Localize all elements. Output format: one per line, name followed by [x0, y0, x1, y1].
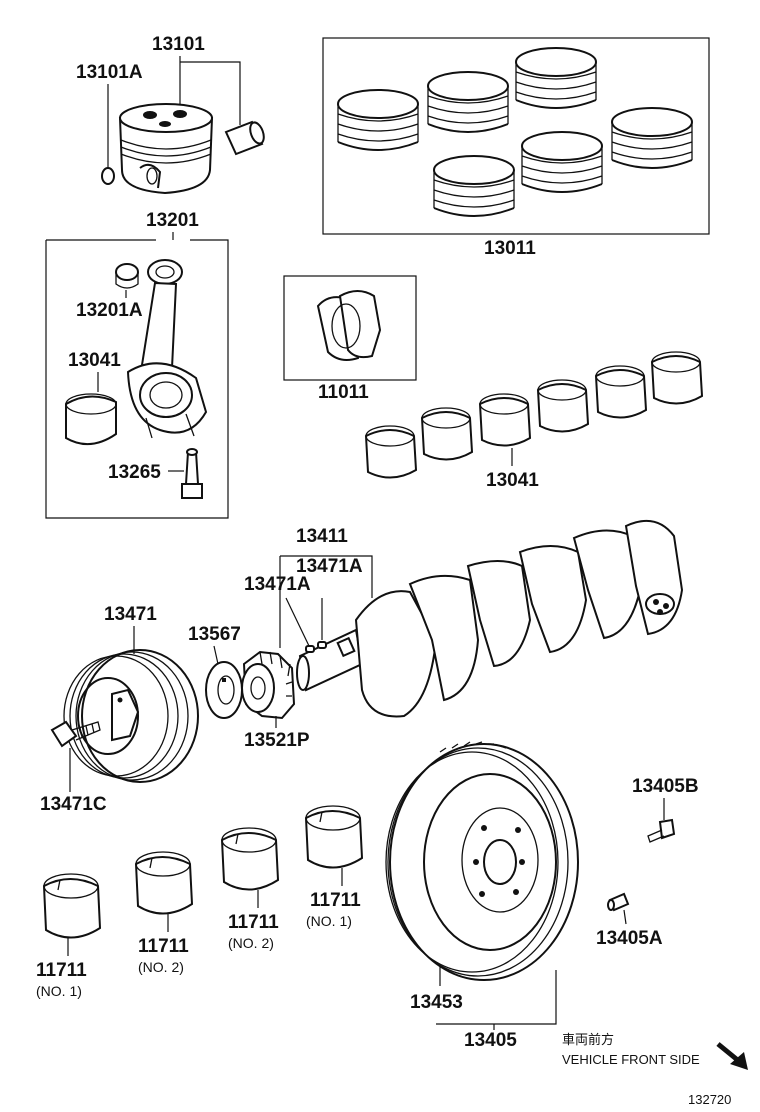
label-11711-d-sub: (NO. 1): [306, 913, 352, 929]
label-13411: 13411: [296, 526, 348, 547]
label-11011: 11011: [318, 382, 369, 403]
ring-set-6: [433, 155, 515, 217]
piston-illustration: [118, 103, 214, 195]
plate-13567-illustration: [205, 661, 243, 719]
ring-set-2: [427, 71, 509, 133]
label-13405B: 13405B: [632, 776, 699, 797]
crankshaft-pulley-illustration: [63, 649, 199, 783]
bearing-11711-2: [134, 851, 194, 915]
main-bearing-group: 13041: [364, 351, 704, 491]
main-bearing-3: [478, 393, 532, 447]
ring-set-3: [515, 47, 597, 109]
pulley-group: 13471 13471C: [40, 604, 199, 815]
label-13471C: 13471C: [40, 794, 107, 815]
pulley-bolt-illustration: [50, 720, 101, 748]
key-13471A-illustration: [305, 641, 327, 653]
label-11711-d: 11711: [310, 890, 361, 911]
piston-ring-group: 13011: [322, 37, 710, 259]
connecting-rod-illustration: [126, 259, 208, 439]
label-11711-b-sub: (NO. 2): [138, 959, 184, 975]
ring-set-box: [322, 37, 710, 235]
label-13405: 13405: [464, 1030, 517, 1051]
label-13405A: 13405A: [596, 928, 663, 949]
main-bearing-2: [420, 407, 474, 461]
timing-sprocket-illustration: [241, 650, 296, 720]
label-13041-rod: 13041: [68, 350, 121, 371]
ring-set-5: [521, 131, 603, 193]
label-13471A-right: 13471A: [296, 556, 363, 577]
vehicle-direction-note: 車両前方 VEHICLE FRONT SIDE: [562, 1032, 748, 1070]
piston-pin-illustration: [224, 120, 265, 156]
bearing-11711-1: [42, 873, 102, 939]
label-13471A-left: 13471A: [244, 574, 311, 595]
crankshaft-illustration: [296, 519, 684, 718]
thrust-washer-group: 11011: [283, 275, 417, 403]
label-11711-a: 11711: [36, 960, 87, 981]
front-direction-arrow-icon: [716, 1042, 748, 1070]
bolt-13405B-illustration: [647, 818, 676, 843]
leader-13101: [179, 56, 241, 125]
piston-group: 13101 13101A: [76, 34, 265, 195]
main-bearing-1: [364, 425, 418, 479]
label-11711-a-sub: (NO. 1): [36, 983, 82, 999]
label-13453: 13453: [410, 992, 463, 1013]
snap-ring-illustration: [101, 167, 115, 185]
crank-bearing-group: 11711 (NO. 1) 11711 (NO. 2) 11711 (NO. 2…: [36, 805, 364, 999]
rod-bolt-illustration: [181, 448, 203, 499]
label-13265: 13265: [108, 462, 161, 483]
sprocket-group: 13567 13521P: [188, 624, 310, 751]
label-13101A: 13101A: [76, 62, 143, 83]
bearing-11711-3: [220, 827, 280, 891]
ring-set-1: [337, 89, 419, 151]
label-11711-b: 11711: [138, 936, 189, 957]
label-13201A: 13201A: [76, 300, 143, 321]
label-11711-c: 11711: [228, 912, 279, 933]
crankshaft-group: 13411 13471A 13471A: [244, 519, 684, 718]
connecting-rod-box: [45, 239, 229, 519]
bushing-13201A-illustration: [115, 263, 139, 289]
label-13521P: 13521P: [244, 730, 310, 751]
main-bearing-5: [594, 365, 648, 419]
label-13201: 13201: [146, 210, 199, 231]
main-bearing-4: [536, 379, 590, 433]
ring-set-4: [611, 107, 693, 169]
label-13471: 13471: [104, 604, 157, 625]
bearing-11711-4: [304, 805, 364, 869]
direction-english: VEHICLE FRONT SIDE: [562, 1052, 700, 1067]
thrust-washer-box: [283, 275, 417, 381]
thrust-washer-illustration: [316, 290, 382, 361]
label-13041-main: 13041: [486, 470, 539, 491]
leader-13405: [436, 970, 557, 1025]
flywheel-bolts-group: 13405B 13405A: [596, 776, 699, 949]
label-13567: 13567: [188, 624, 241, 645]
label-13011: 13011: [484, 238, 536, 259]
direction-japanese: 車両前方: [562, 1032, 614, 1047]
flywheel-group: 13453 13405: [385, 741, 579, 1051]
rod-bearing-illustration: [65, 393, 117, 445]
drive-plate-illustration: [385, 741, 579, 981]
main-bearing-6: [650, 351, 704, 405]
label-11711-c-sub: (NO. 2): [228, 935, 274, 951]
label-13101: 13101: [152, 34, 205, 55]
connecting-rod-group: 13201 13201A 13041 13265: [45, 210, 229, 519]
pin-13405A-illustration: [607, 892, 630, 912]
leader-13411: [280, 555, 373, 598]
figure-number: 132720: [688, 1092, 731, 1107]
